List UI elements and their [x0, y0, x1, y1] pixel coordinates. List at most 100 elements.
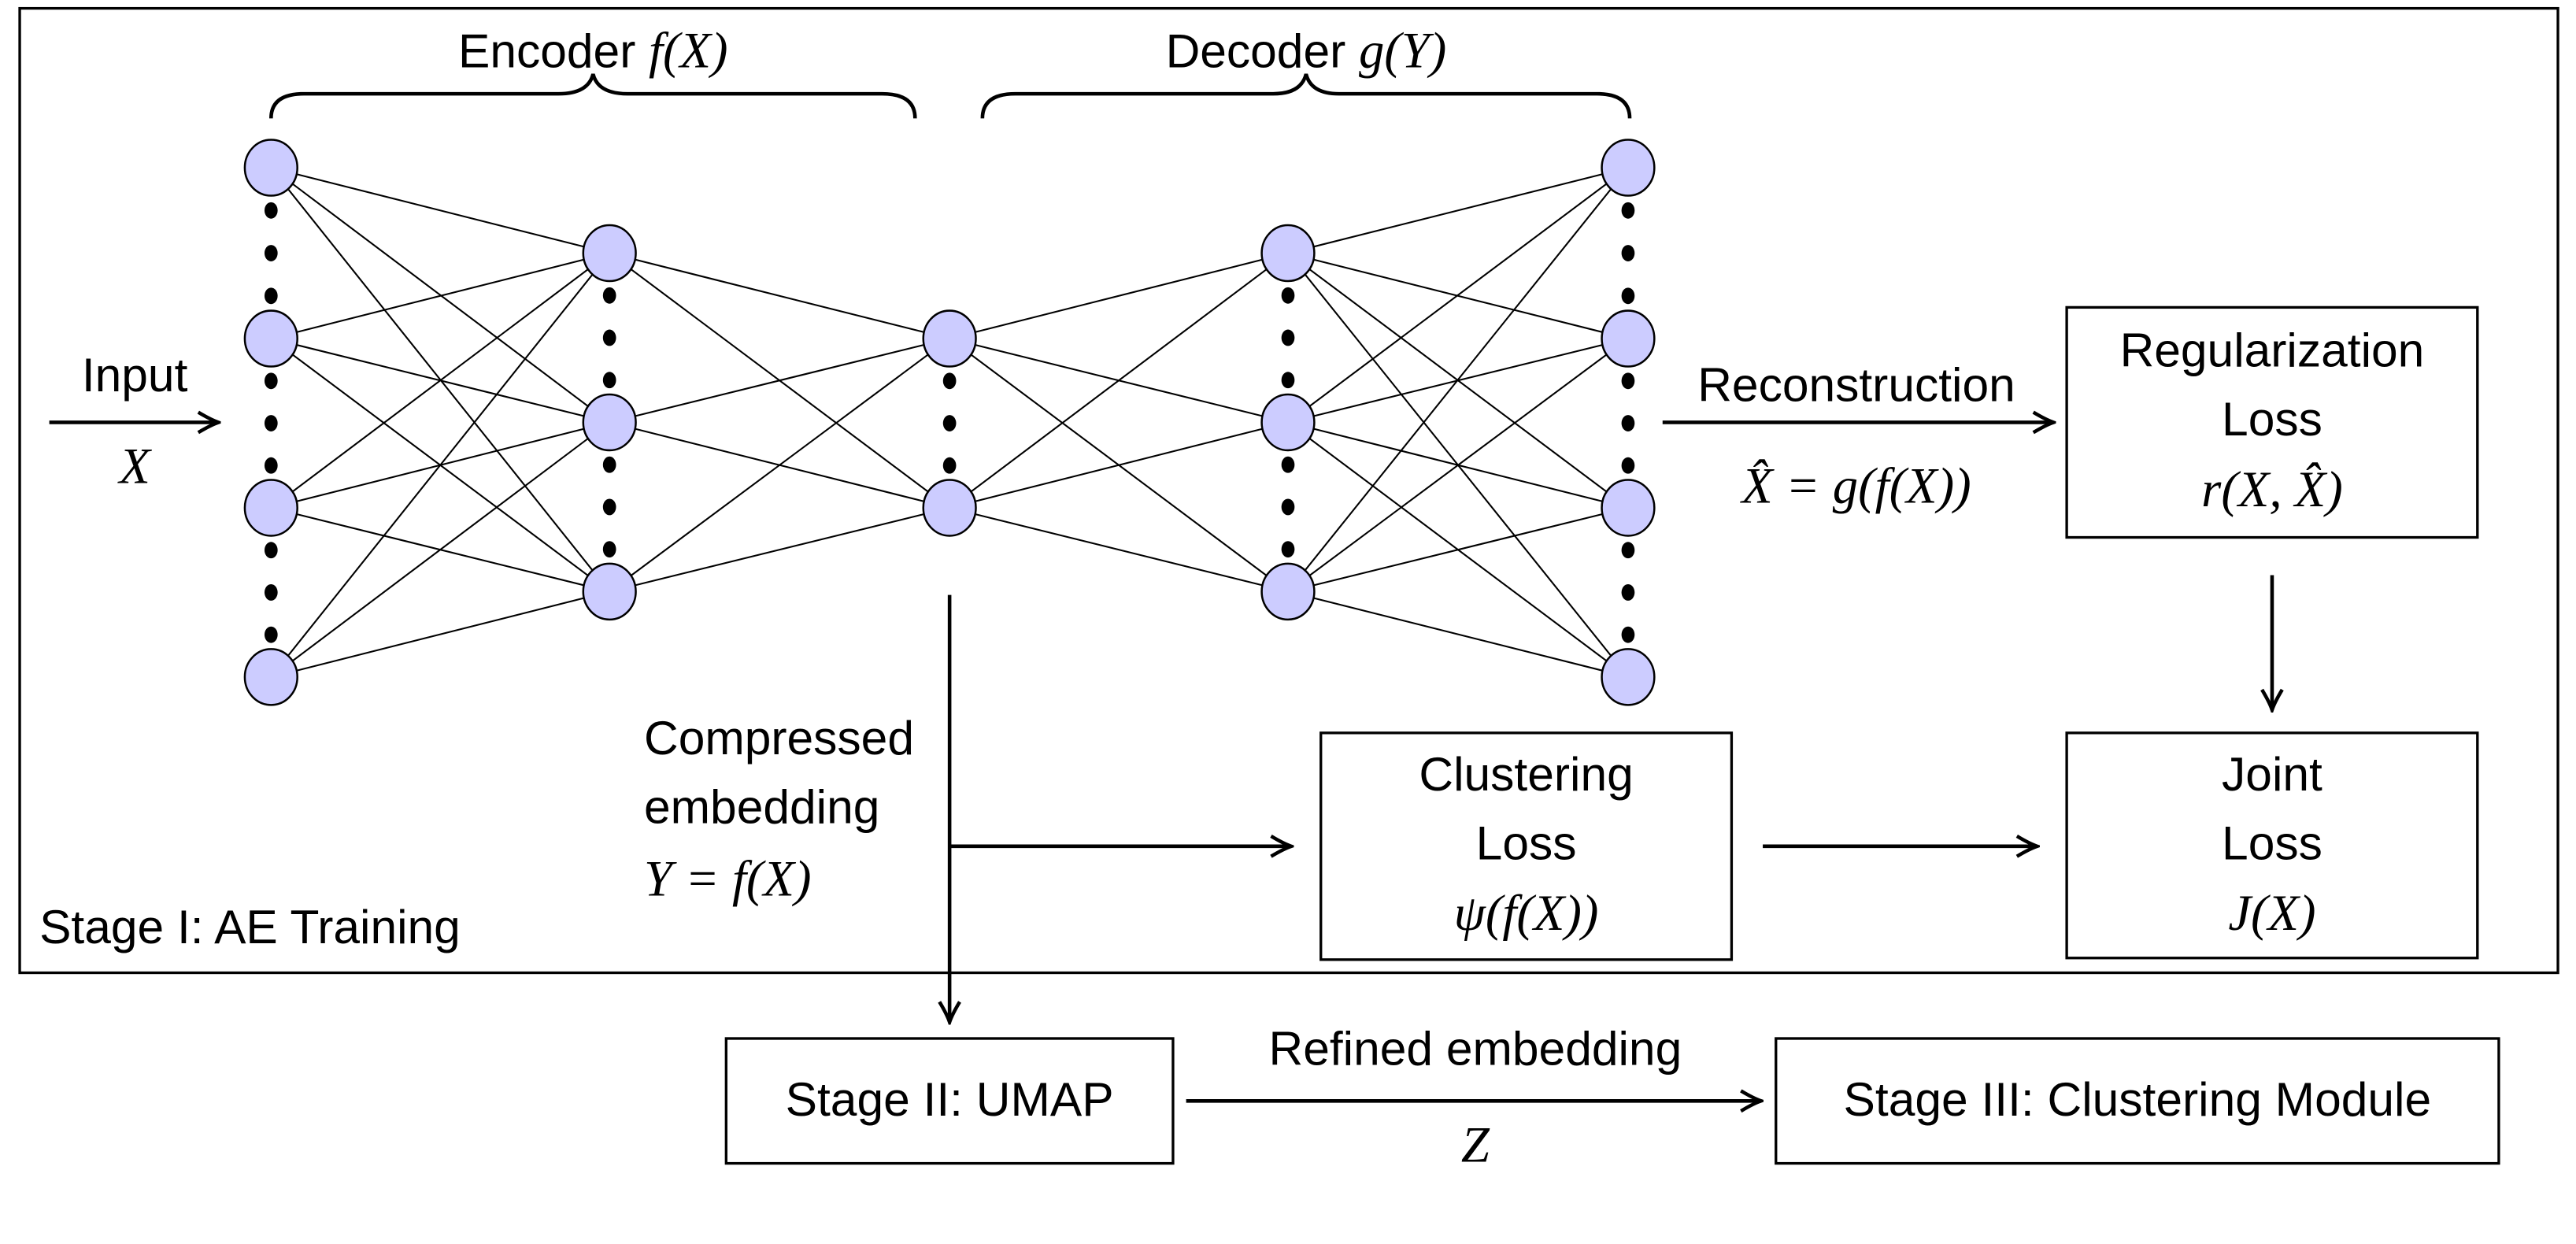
neuron-node — [582, 562, 637, 621]
joint-line1: Joint — [2222, 747, 2322, 801]
network-edge — [609, 338, 950, 593]
stage3-box — [1775, 1037, 2500, 1165]
network-edge — [1287, 167, 1629, 593]
ellipsis-dot — [602, 498, 616, 516]
neuron-node — [243, 309, 298, 368]
reconstruction-math: X̂ = g(f(X)) — [1739, 457, 1971, 515]
neuron-node — [243, 139, 298, 197]
network-edge — [1287, 506, 1629, 593]
ellipsis-dot — [1281, 541, 1295, 558]
ellipsis-dot — [264, 415, 278, 431]
network-edge — [1287, 338, 1629, 593]
joint-loss-box — [2065, 731, 2479, 960]
network-edge — [609, 252, 950, 340]
ellipsis-dot — [602, 329, 616, 346]
regularization-loss-box — [2065, 305, 2479, 539]
ellipsis-dot — [264, 245, 278, 261]
neuron-node — [922, 479, 977, 537]
ellipsis-dot — [1281, 498, 1295, 516]
ellipsis-dot — [264, 372, 278, 390]
neuron-node — [1260, 224, 1316, 283]
network-edge — [609, 506, 950, 593]
ellipsis-dot — [1621, 626, 1635, 643]
neuron-node — [1601, 479, 1656, 537]
network-edge — [949, 252, 1289, 509]
ellipsis-dot — [264, 584, 278, 601]
ellipsis-dot — [1621, 415, 1635, 431]
neuron-node — [582, 393, 637, 452]
ellipsis-dot — [602, 456, 616, 473]
input-math: X — [117, 438, 152, 494]
clustering-line2: Loss — [1476, 816, 1577, 870]
network-edge — [270, 252, 610, 678]
ellipsis-dot — [602, 541, 616, 558]
network-edge — [949, 252, 1289, 340]
network-edge — [271, 252, 610, 340]
ellipsis-dot — [602, 372, 616, 389]
reconstruction-label: Reconstruction — [1697, 357, 2015, 411]
neuron-node — [1601, 309, 1656, 368]
compressed-line2: embedding — [644, 780, 879, 834]
neuron-node — [582, 224, 637, 283]
clustering-line1: Clustering — [1419, 747, 1633, 801]
compressed-math: Y = f(X) — [644, 850, 812, 907]
ellipsis-dot — [1621, 457, 1635, 474]
network-edge — [270, 421, 610, 678]
ellipsis-dot — [1621, 245, 1635, 261]
ellipsis-dot — [942, 457, 957, 474]
stage1-label: Stage I: AE Training — [39, 900, 461, 953]
network-edge — [609, 338, 950, 424]
joint-math: J(X) — [2228, 884, 2315, 942]
network-edge — [271, 167, 610, 254]
network-edge — [1287, 167, 1629, 254]
neuron-node — [1260, 393, 1316, 452]
ellipsis-dot — [1621, 542, 1635, 559]
ellipsis-dot — [1281, 372, 1295, 389]
clustering-math: ψ(f(X)) — [1454, 884, 1599, 942]
neuron-node — [243, 648, 298, 706]
ellipsis-dot — [942, 372, 957, 390]
ellipsis-dot — [1281, 287, 1295, 304]
ellipsis-dot — [1281, 456, 1295, 473]
joint-line2: Loss — [2222, 816, 2322, 870]
ellipsis-dot — [264, 457, 278, 474]
stage3-label: Stage III: Clustering Module — [1844, 1072, 2432, 1126]
ellipsis-dot — [1621, 287, 1635, 305]
decoder-brace — [980, 73, 1632, 119]
ellipsis-dot — [264, 202, 278, 219]
ellipsis-dot — [1281, 329, 1295, 346]
compressed-line1: Compressed — [644, 711, 914, 765]
ellipsis-dots — [264, 202, 1635, 643]
network-edge — [1287, 591, 1629, 678]
ellipsis-dot — [602, 287, 616, 304]
ellipsis-dot — [264, 626, 278, 643]
ellipsis-dot — [1621, 372, 1635, 390]
regularization-line1: Regularization — [2120, 324, 2425, 377]
regularization-math: r(X, X̂) — [2201, 461, 2343, 518]
stage2-label: Stage II: UMAP — [786, 1072, 1114, 1126]
network-edge — [271, 591, 610, 678]
ellipsis-dot — [942, 415, 957, 431]
clustering-loss-box — [1319, 731, 1734, 961]
network-edge — [1287, 167, 1629, 424]
neuron-node — [1601, 648, 1656, 706]
ellipsis-dot — [264, 542, 278, 559]
neuron-node — [1601, 139, 1656, 197]
stage2-box — [724, 1037, 1175, 1165]
network-edge — [270, 252, 610, 509]
refined-math: Z — [1461, 1116, 1490, 1172]
neuron-node — [1260, 562, 1316, 621]
refined-label: Refined embedding — [1269, 1021, 1682, 1075]
network-nodes — [243, 139, 1656, 706]
ellipsis-dot — [1621, 584, 1635, 601]
network-edges — [270, 167, 1629, 678]
neuron-node — [243, 479, 298, 537]
stage1-frame — [18, 6, 2559, 975]
encoder-brace — [269, 73, 917, 119]
input-label: Input — [82, 348, 188, 402]
network-edge — [949, 506, 1289, 593]
ellipsis-dot — [1621, 202, 1635, 219]
